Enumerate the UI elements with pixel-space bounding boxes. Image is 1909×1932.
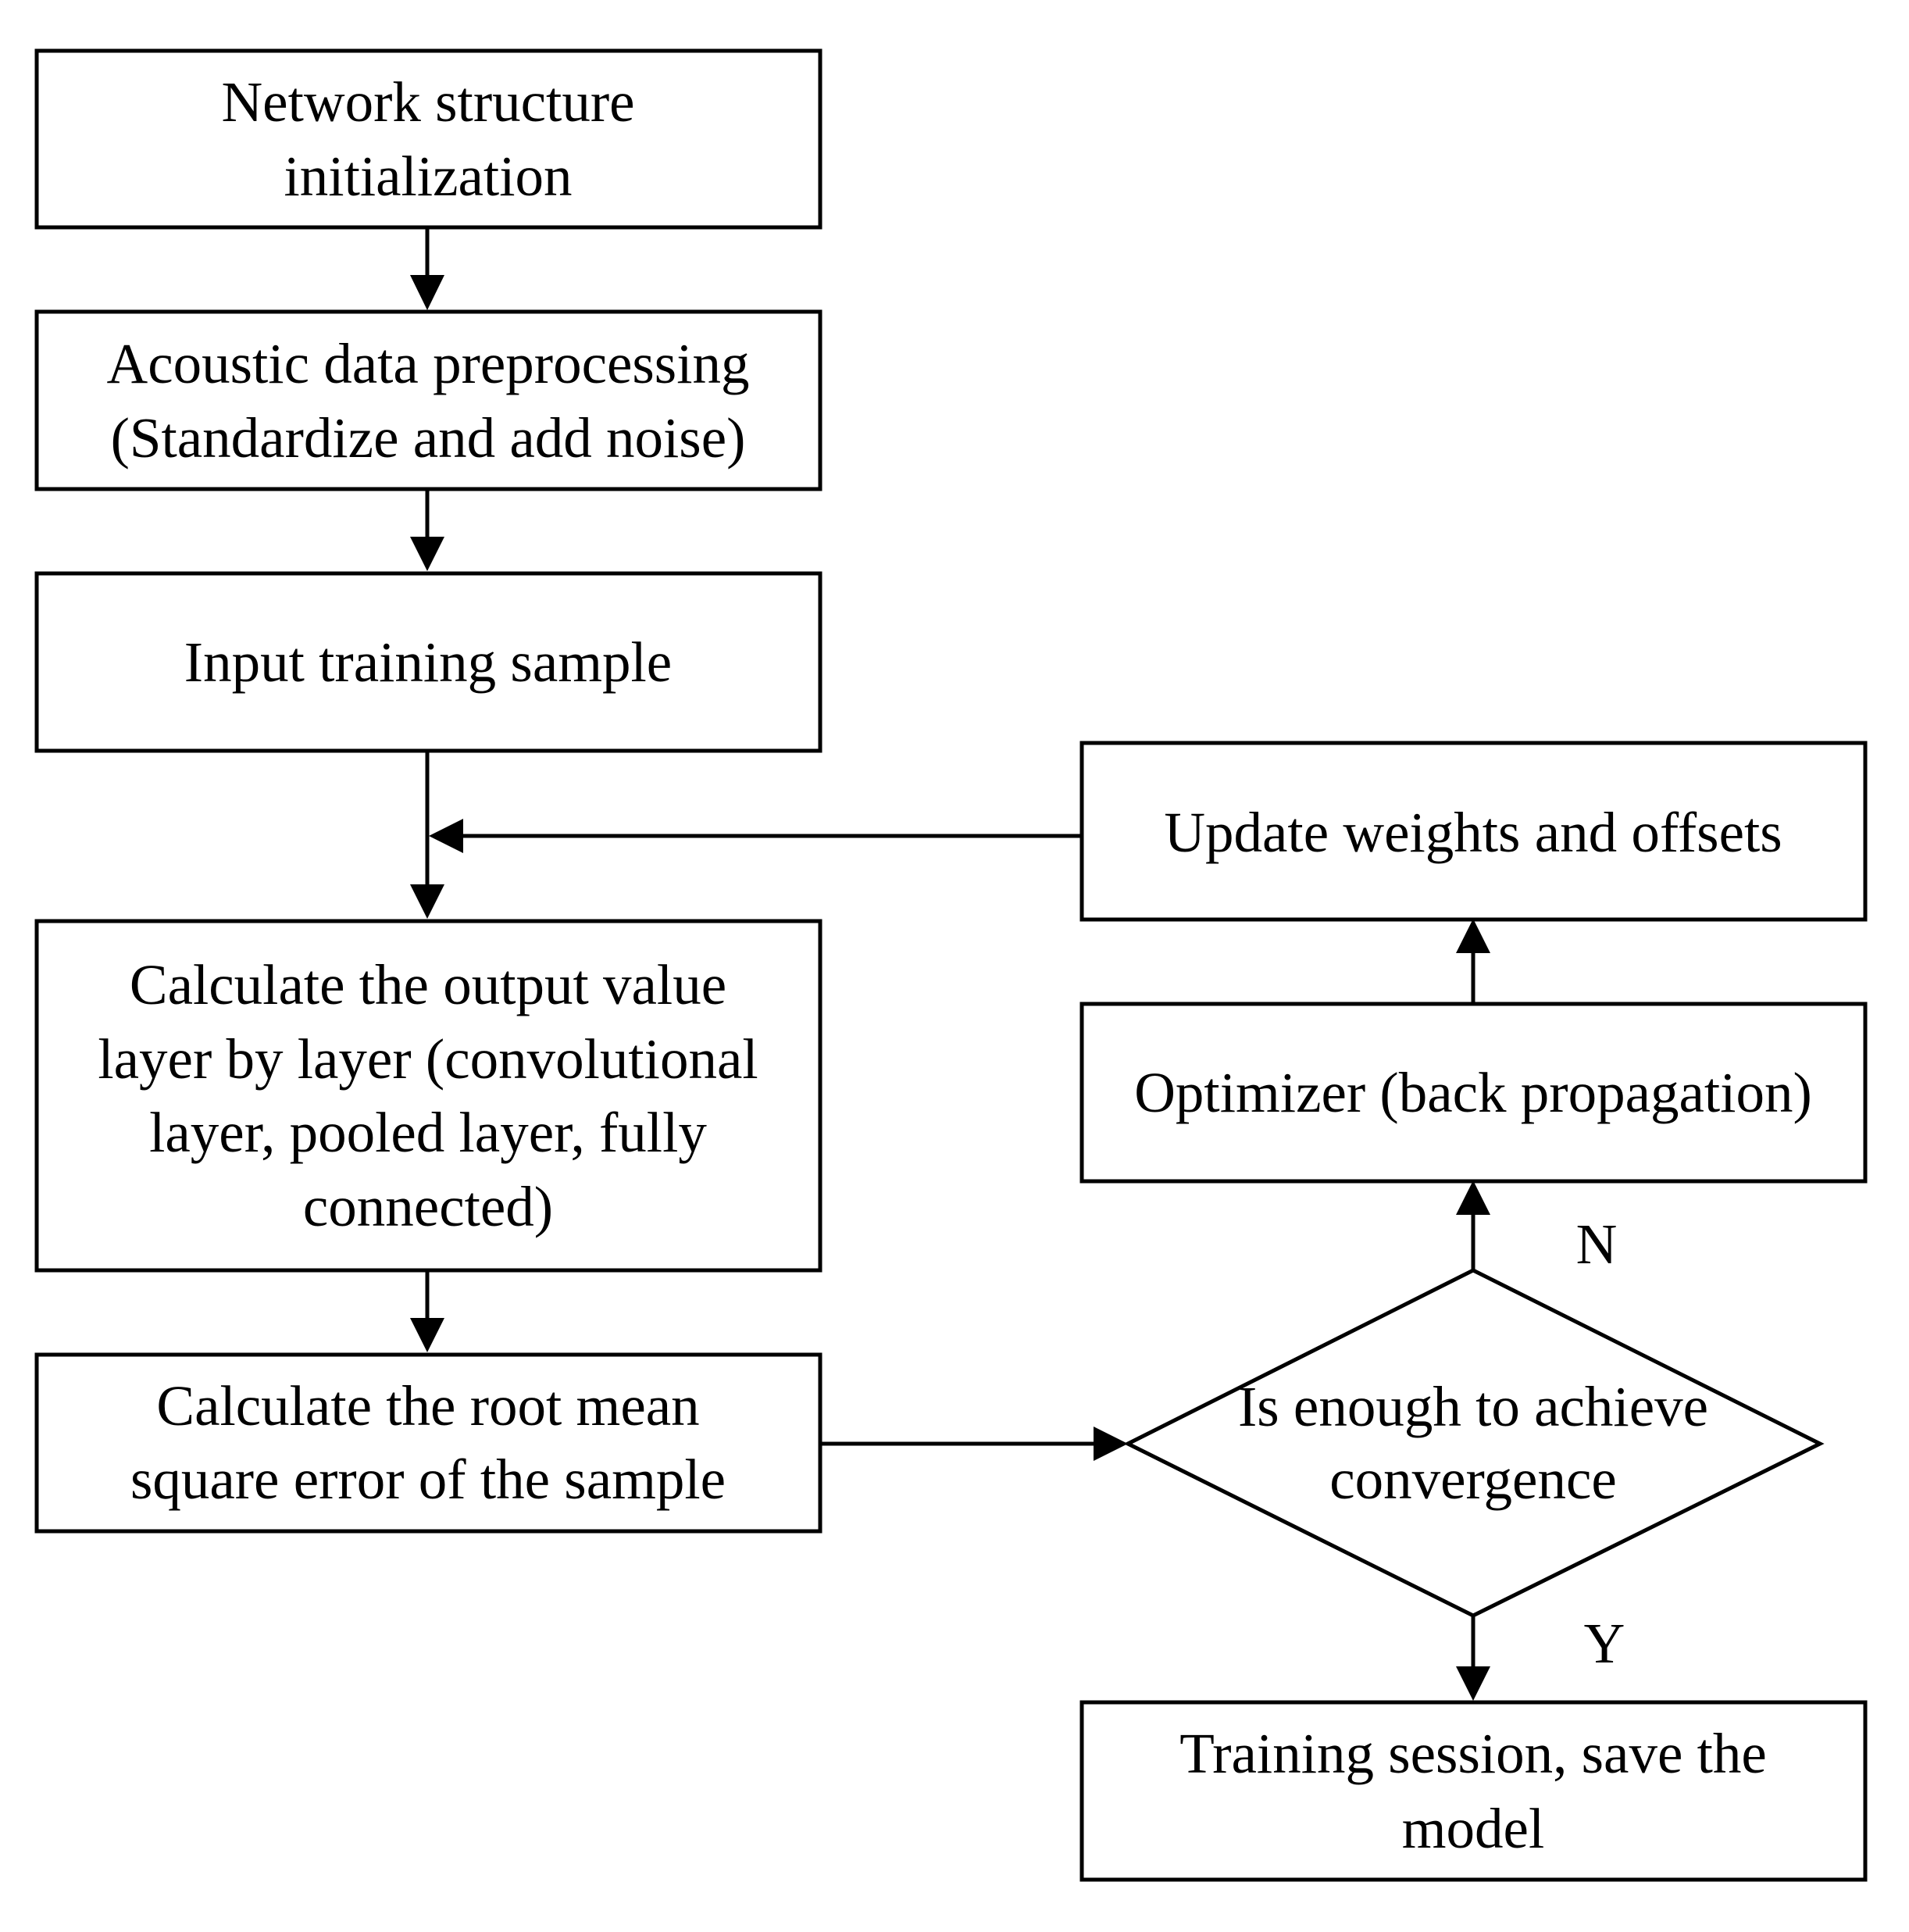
node-calc-output-line-1: Calculate the output value bbox=[130, 953, 726, 1016]
node-preprocess: Acoustic data preprocessing (Standardize… bbox=[34, 309, 822, 491]
arrowhead-decision-to-save bbox=[1456, 1666, 1490, 1701]
node-preprocess-line-2: (Standardize and add noise) bbox=[111, 406, 746, 470]
node-update-weights: Update weights and offsets bbox=[1079, 741, 1868, 922]
node-save-model-line-2: model bbox=[1402, 1797, 1544, 1860]
node-save-model: Training session, save the model bbox=[1079, 1700, 1868, 1882]
node-optimizer: Optimizer (back propagation) bbox=[1079, 1002, 1868, 1184]
arrowhead-update-to-loop bbox=[429, 819, 463, 853]
node-input-sample: Input training sample bbox=[34, 571, 822, 753]
arrowhead-optimizer-to-update bbox=[1456, 919, 1490, 953]
node-network-init-line-1: Network structure bbox=[221, 70, 634, 134]
node-update-weights-line-1: Update weights and offsets bbox=[1164, 801, 1782, 864]
arrowhead-calc-output-to-rmse bbox=[410, 1318, 444, 1352]
node-network-init: Network structure initialization bbox=[34, 48, 822, 230]
node-save-model-line-1: Training session, save the bbox=[1179, 1722, 1767, 1785]
arrowhead-rmse-to-decision bbox=[1094, 1427, 1128, 1461]
node-convergence-decision: Is enough to achieve convergence bbox=[1123, 1268, 1825, 1618]
node-calc-output: Calculate the output value layer by laye… bbox=[34, 919, 822, 1273]
node-input-sample-line-1: Input training sample bbox=[184, 630, 672, 694]
edge-label-no: N bbox=[1576, 1212, 1618, 1276]
edge-label-yes: Y bbox=[1584, 1612, 1625, 1675]
node-convergence-decision-line-2: convergence bbox=[1329, 1448, 1617, 1511]
node-optimizer-line-1: Optimizer (back propagation) bbox=[1134, 1061, 1812, 1124]
node-calc-output-line-4: connected) bbox=[303, 1175, 553, 1238]
node-calc-rmse-line-1: Calculate the root mean bbox=[156, 1374, 699, 1437]
node-network-init-line-2: initialization bbox=[284, 145, 573, 208]
arrowhead-preprocess-to-input bbox=[410, 537, 444, 571]
node-convergence-decision-line-1: Is enough to achieve bbox=[1238, 1375, 1708, 1438]
arrowhead-decision-to-optimizer bbox=[1456, 1180, 1490, 1215]
arrowhead-input-to-calc-output bbox=[410, 884, 444, 919]
arrowhead-init-to-preprocess bbox=[410, 275, 444, 310]
node-calc-output-line-3: layer, pooled layer, fully bbox=[149, 1101, 707, 1164]
node-calc-output-line-2: layer by layer (convolutional bbox=[98, 1027, 758, 1091]
node-preprocess-line-1: Acoustic data preprocessing bbox=[107, 332, 750, 395]
node-calc-rmse-line-2: square error of the sample bbox=[130, 1448, 726, 1511]
node-calc-rmse: Calculate the root mean square error of … bbox=[34, 1352, 822, 1534]
